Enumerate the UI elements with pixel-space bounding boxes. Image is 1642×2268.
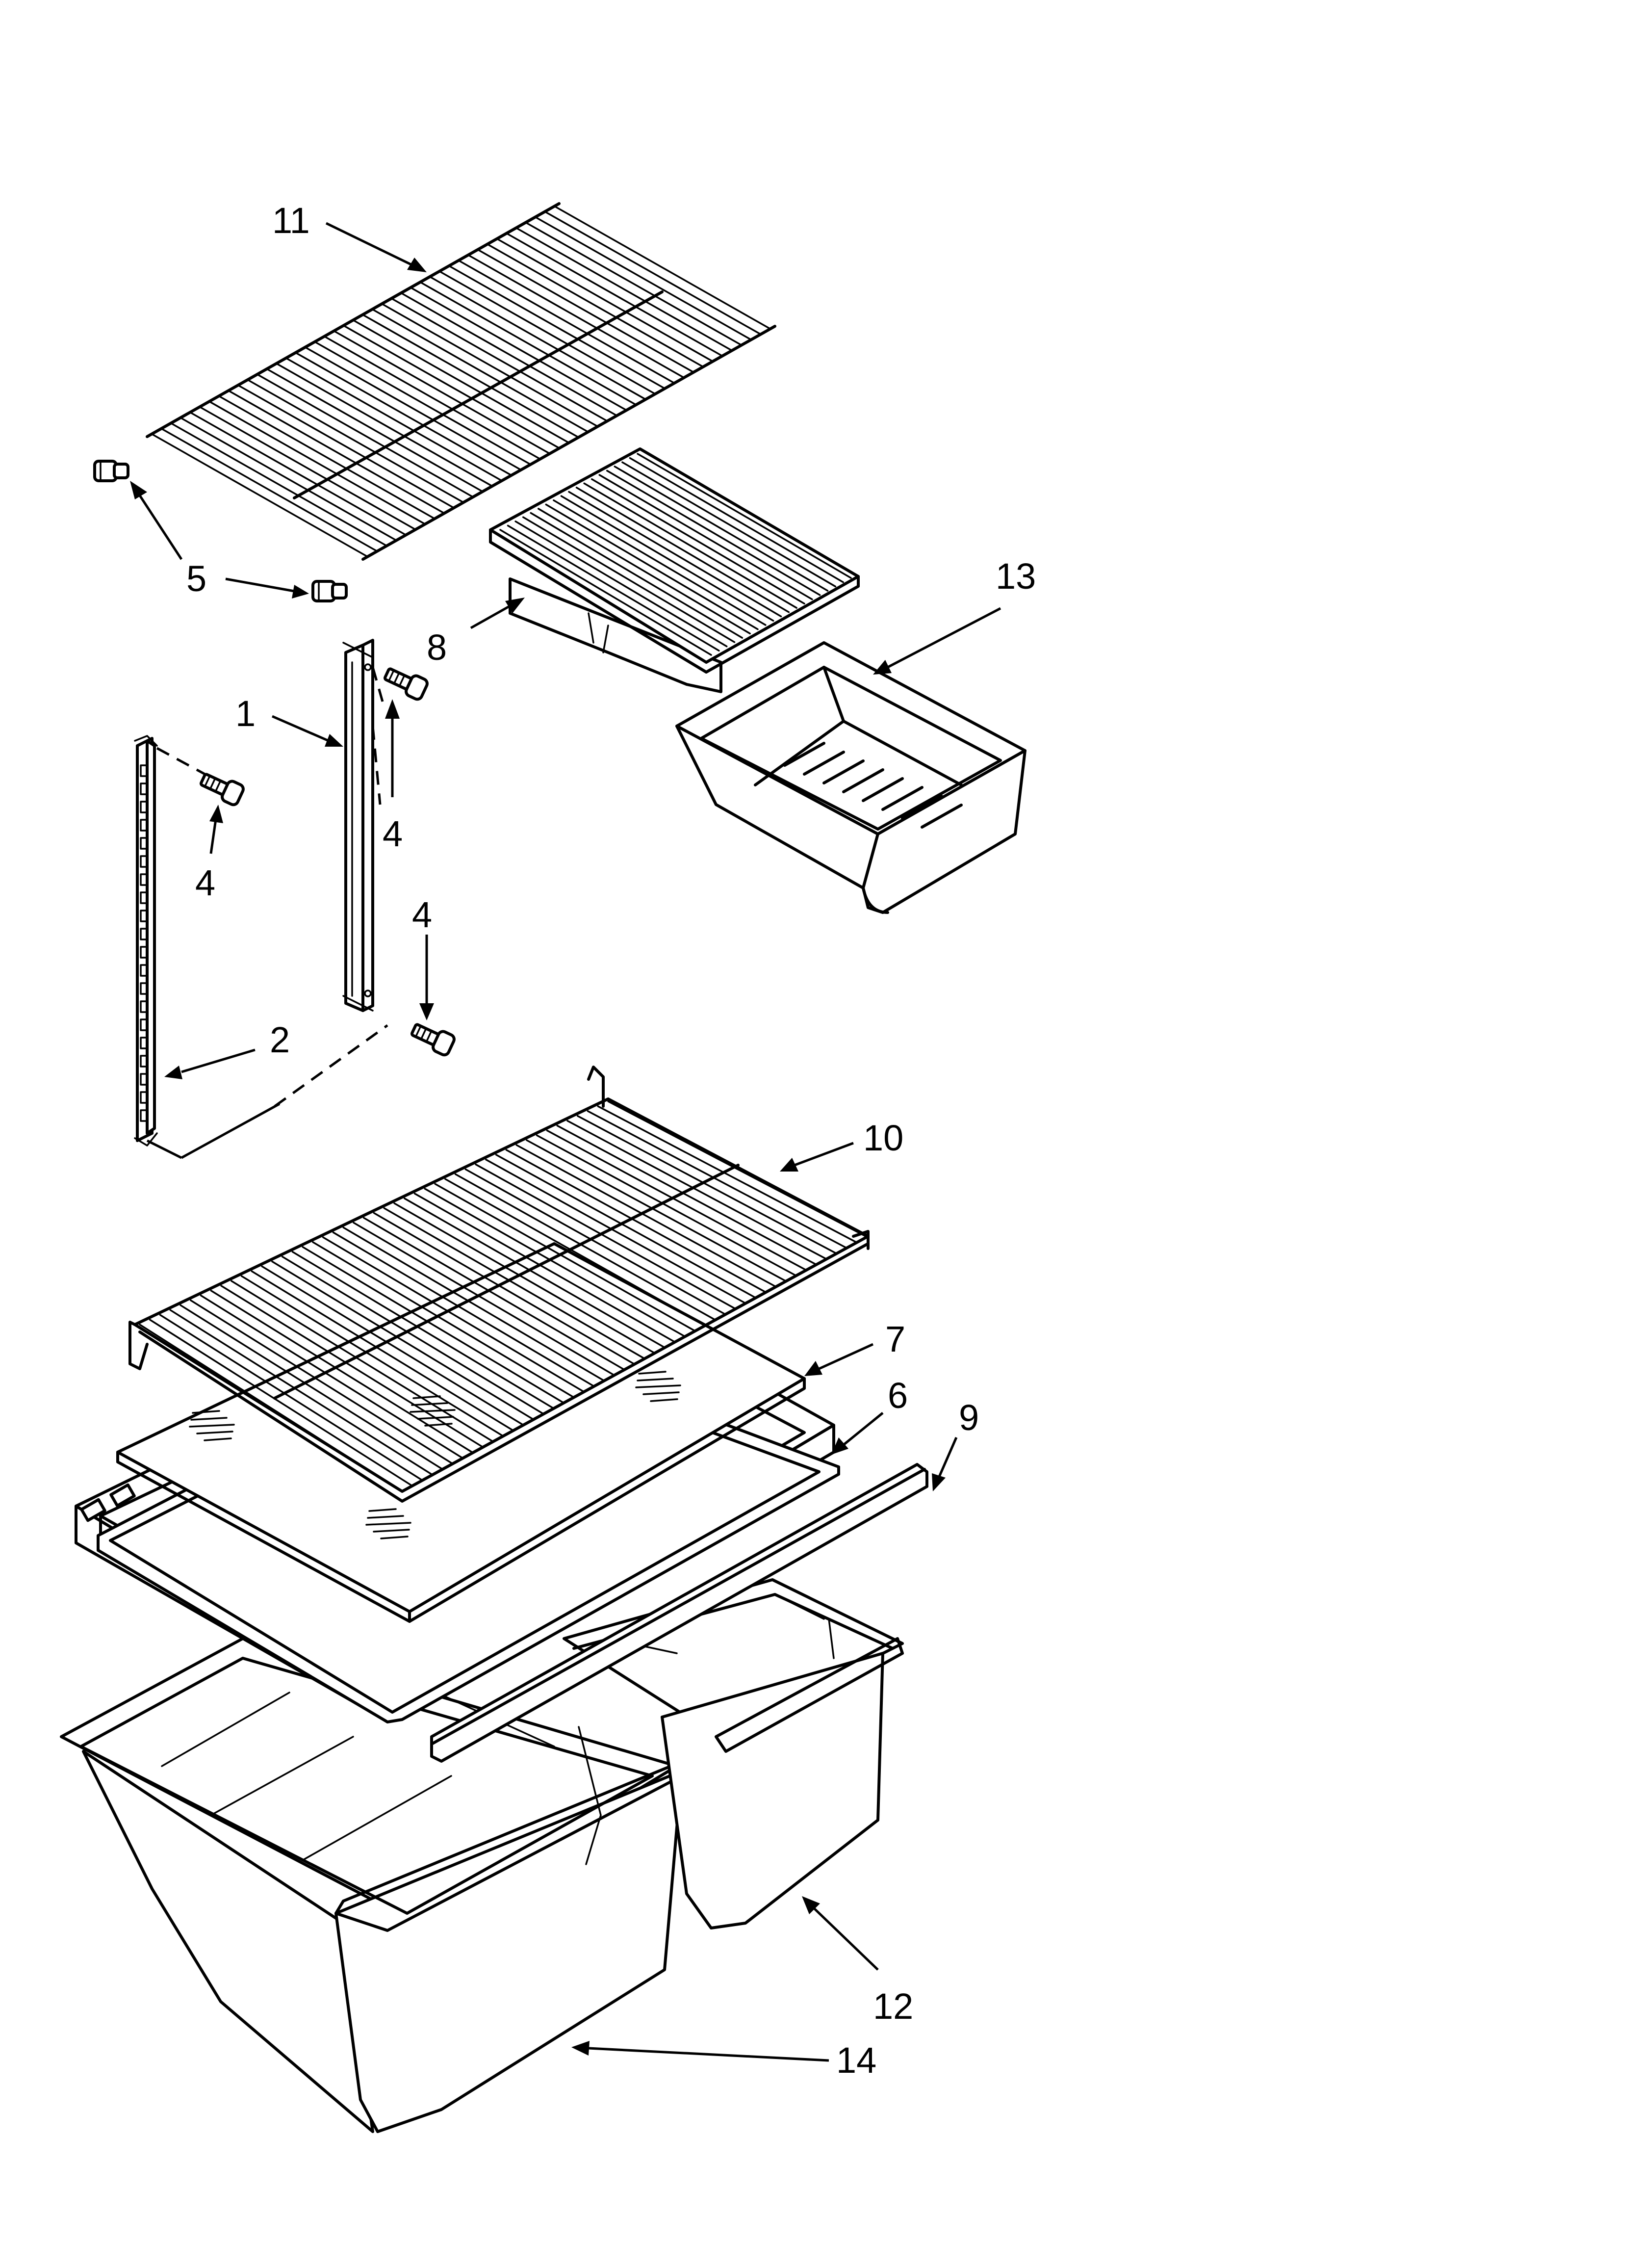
callout-5: 5: [186, 558, 206, 599]
leader-lines: [130, 222, 1001, 2062]
callout-8: 8: [427, 627, 447, 668]
part-2-shelf-rail-left: [134, 735, 388, 1159]
part-9-trim-strip: [430, 1463, 928, 1763]
part-8-crisper-cover: [489, 447, 860, 693]
callout-1: 1: [235, 693, 256, 734]
callout-9: 9: [959, 1397, 979, 1438]
callout-6: 6: [888, 1375, 908, 1416]
callout-4-upper: 4: [383, 813, 403, 854]
part-4-screws: [199, 667, 456, 1057]
callout-4-lower: 4: [412, 894, 432, 935]
callout-11: 11: [272, 200, 310, 241]
part-1-shelf-rail-right: [342, 639, 384, 1012]
callout-12: 12: [873, 1986, 913, 2027]
callout-10: 10: [863, 1118, 903, 1158]
callout-labels: 11 5 8 13 1 4 4 4 2 10 7 6 9 12 14: [186, 200, 1036, 2081]
part-5-shelf-pegs: [93, 460, 348, 602]
part-11-wire-shelf: [146, 202, 776, 561]
part-7-glass-shelf: [116, 1242, 806, 1623]
callout-7: 7: [885, 1319, 905, 1359]
part-13-drawer: [675, 641, 1026, 914]
part-14-crisper-drawer-large: [60, 1637, 683, 2133]
callout-4-left: 4: [195, 862, 215, 903]
part-10-wire-shelf: [128, 1066, 870, 1503]
callout-13: 13: [996, 556, 1036, 597]
callout-14: 14: [836, 2040, 876, 2081]
callout-2: 2: [270, 1019, 290, 1060]
